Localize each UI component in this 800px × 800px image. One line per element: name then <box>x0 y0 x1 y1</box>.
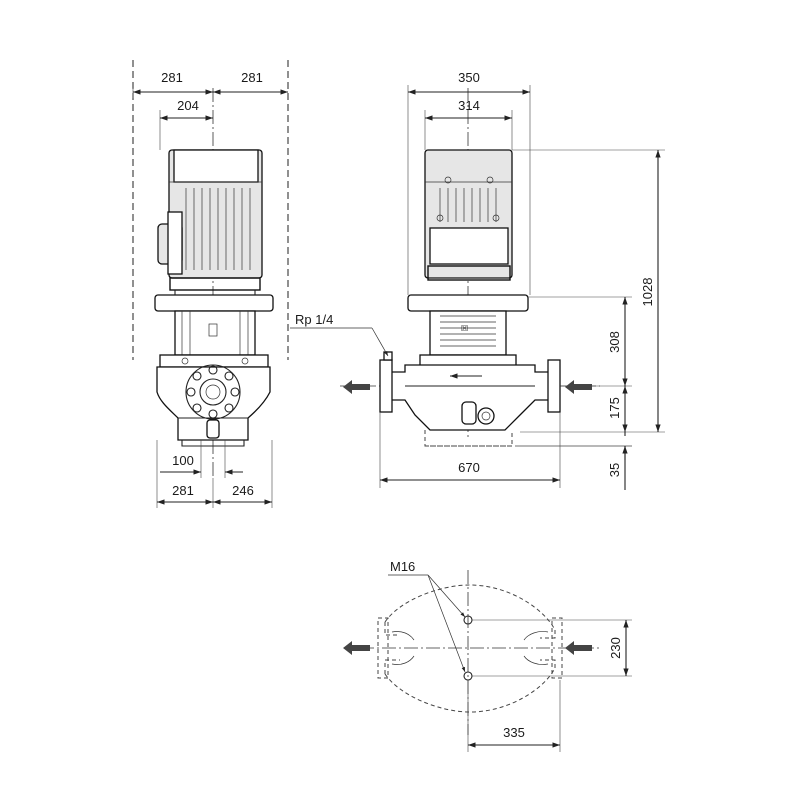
dim-front-port: 100 <box>172 453 194 468</box>
front-motor <box>157 149 263 291</box>
dim-side-outer: 350 <box>458 70 480 85</box>
dim-side-motor: 314 <box>458 98 480 113</box>
dim-front-base-right: 246 <box>232 483 254 498</box>
dim-plan-width: 230 <box>608 637 623 659</box>
side-pump-housing <box>379 351 561 447</box>
plan-view: M16 230 335 <box>343 559 632 752</box>
dim-plan-length: 335 <box>503 725 525 740</box>
side-flow-arrows <box>343 380 592 394</box>
side-motor <box>424 149 513 281</box>
front-pump-housing <box>156 364 271 447</box>
dim-side-total-height: 1028 <box>640 278 655 307</box>
dim-front-left-half: 281 <box>161 70 183 85</box>
dim-side-foot: 35 <box>607 463 622 477</box>
label-bolt: M16 <box>390 559 415 574</box>
front-view: 281 281 204 100 281 246 <box>132 60 289 508</box>
dim-front-right-half: 281 <box>241 70 263 85</box>
label-port-thread: Rp 1/4 <box>295 312 333 327</box>
dim-side-length: 670 <box>458 460 480 475</box>
dim-side-upper: 308 <box>607 331 622 353</box>
side-view: ☒ Rp 1/4 <box>290 70 665 490</box>
svg-text:☒: ☒ <box>461 324 468 333</box>
front-lantern <box>154 290 274 368</box>
dim-front-motor: 204 <box>177 98 199 113</box>
dim-front-base-left: 281 <box>172 483 194 498</box>
dim-side-lower: 175 <box>607 397 622 419</box>
side-lantern: ☒ <box>407 294 529 368</box>
